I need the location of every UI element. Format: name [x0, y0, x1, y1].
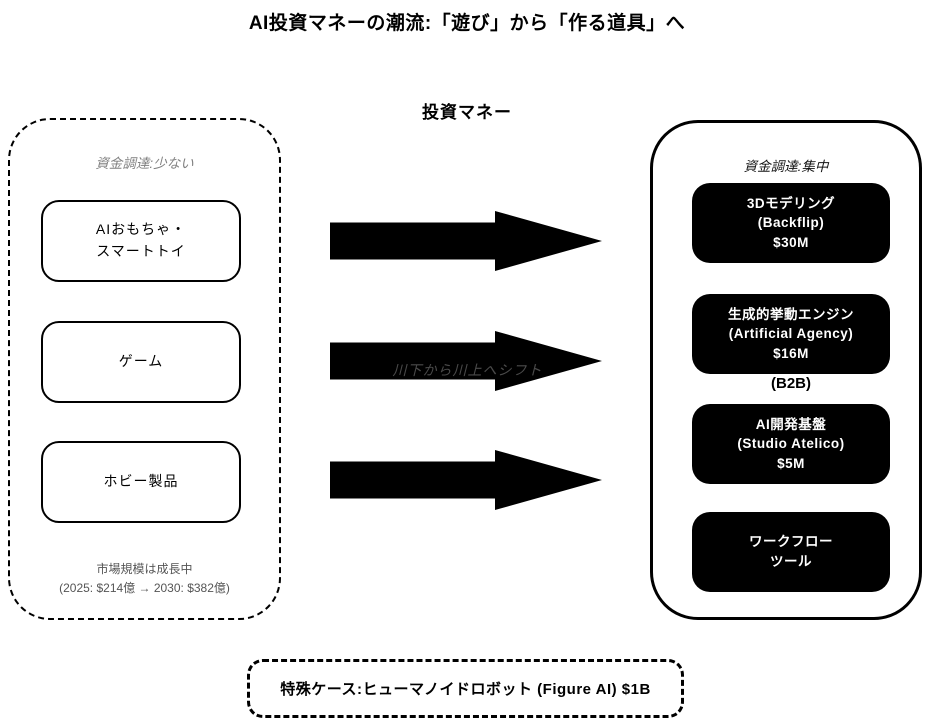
right-item-label-line3: $30M [773, 234, 809, 250]
right-item-label-line2: (Backflip) [757, 215, 825, 231]
left-item-ai-toys: AIおもちゃ・ スマートトイ [41, 200, 241, 282]
flow-arrow-top [330, 211, 602, 271]
right-panel-annotation: 資金調達:集中 [743, 159, 829, 174]
right-item-label-line3: $5M [777, 455, 805, 471]
left-item-games: ゲーム [41, 321, 241, 403]
right-item-workflow-tools: ワークフロー ツール [692, 512, 890, 592]
special-case-box: 特殊ケース:ヒューマノイドロボット (Figure AI) $1B [247, 659, 684, 718]
market-size-note: 市場規模は成長中 [96, 561, 193, 576]
right-item-label-line1: AI開発基盤 [755, 416, 827, 432]
right-item-label-line3: $16M [773, 345, 809, 361]
right-item-label-line1: ワークフロー [749, 534, 833, 550]
right-item-label-line2: ツール [770, 554, 812, 569]
left-panel-footer: 市場規模は成長中 (2025: $214億 → 2030: $382億) [10, 560, 279, 598]
flow-arrow-bottom [330, 450, 602, 510]
right-item-label-line2: (Studio Atelico) [737, 436, 845, 452]
flow-arrow-middle [330, 331, 602, 391]
shift-direction-label: 川下から川上へシフト [392, 362, 543, 378]
right-item-3d-modeling: 3Dモデリング (Backflip) $30M [692, 183, 890, 263]
right-item-generative-behavior: 生成的挙動エンジン (Artificial Agency) $16M [692, 294, 890, 374]
special-case-label: 特殊ケース:ヒューマノイドロボット (Figure AI) $1B [280, 681, 651, 698]
left-item-label-line1: ホビー製品 [103, 473, 179, 490]
b2b-note: (B2B) [771, 375, 811, 392]
flow-money-label: 投資マネー [422, 103, 512, 122]
left-item-hobby-products: ホビー製品 [41, 441, 241, 523]
left-item-label-line1: ゲーム [118, 353, 164, 370]
right-item-label-line1: 3Dモデリング [746, 195, 836, 211]
right-panel-creation-tools: 資金調達:集中 3Dモデリング (Backflip) $30M 生成的挙動エンジ… [650, 120, 922, 620]
page-title: AI投資マネーの潮流:「遊び」から「作る道具」へ [248, 13, 686, 34]
left-panel-annotation: 資金調達:少ない [95, 156, 194, 171]
left-item-label-line1: AIおもちゃ・ [95, 221, 187, 238]
left-item-label-line2: スマートトイ [96, 243, 186, 259]
right-item-label-line1: 生成的挙動エンジン [728, 306, 854, 322]
left-panel-consumer-play: 資金調達:少ない AIおもちゃ・ スマートトイ ゲーム ホビー製品 市場規模は成… [8, 118, 281, 620]
market-size-figures: (2025: $214億 → 2030: $382億) [59, 580, 230, 595]
right-item-ai-dev-platform: AI開発基盤 (Studio Atelico) $5M [692, 404, 890, 484]
right-item-label-line2: (Artificial Agency) [728, 326, 854, 342]
